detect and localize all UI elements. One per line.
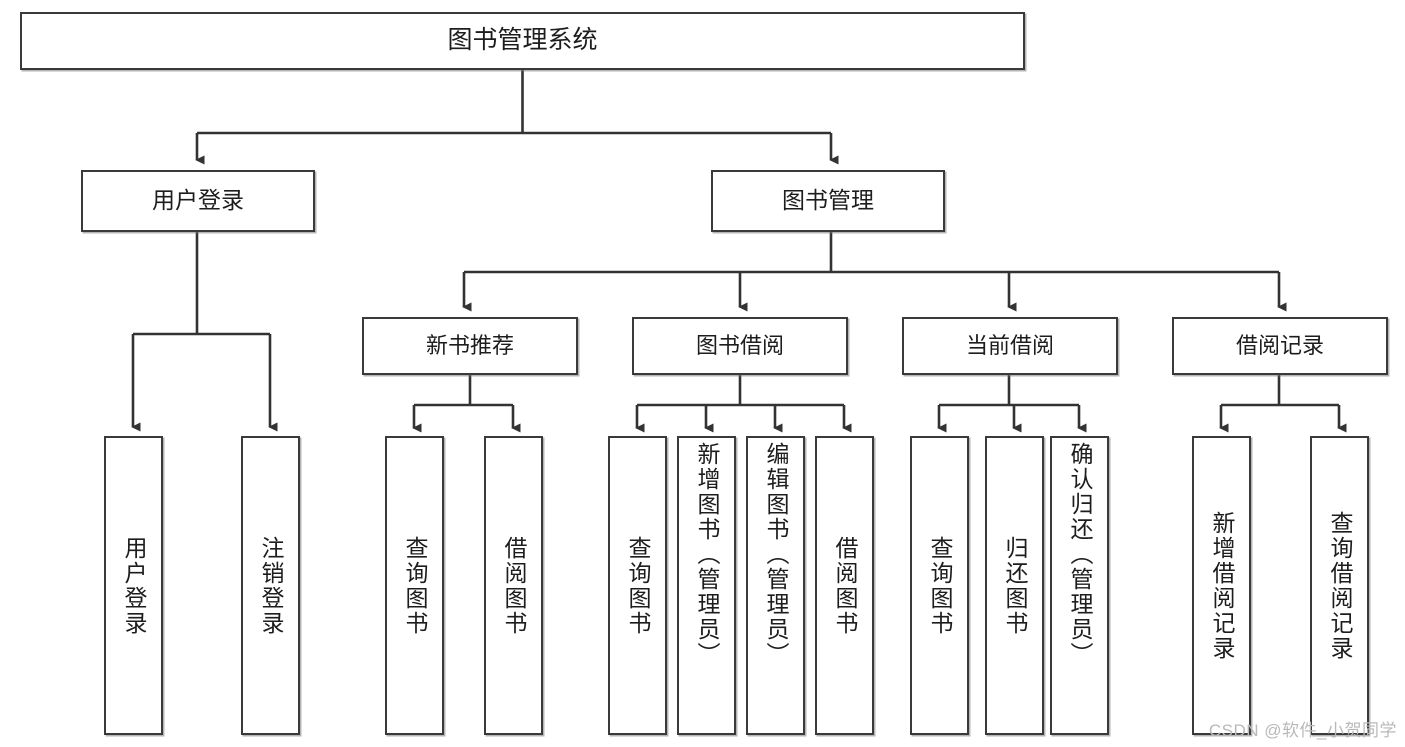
node-leaf-query-book-recommend[interactable]: 查询图书 xyxy=(385,436,444,735)
node-label: 用户登录 xyxy=(152,187,244,214)
node-book-borrow[interactable]: 图书借阅 xyxy=(632,317,848,375)
node-label: 查询图书 xyxy=(625,535,651,636)
node-label: 归还图书 xyxy=(1002,535,1028,636)
node-label: 新增借阅记录 xyxy=(1209,510,1235,661)
node-leaf-borrow-book-borrow[interactable]: 借阅图书 xyxy=(815,436,874,735)
node-user-login[interactable]: 用户登录 xyxy=(81,170,315,232)
node-label: 编辑图书（管理员） xyxy=(763,442,789,667)
node-leaf-query-book-borrow[interactable]: 查询图书 xyxy=(608,436,667,735)
node-current-borrow[interactable]: 当前借阅 xyxy=(902,317,1118,375)
node-leaf-user-login[interactable]: 用户登录 xyxy=(104,436,163,735)
node-leaf-add-book-admin[interactable]: 新增图书（管理员） xyxy=(677,436,736,735)
node-label: 图书管理 xyxy=(782,187,874,214)
node-leaf-return-book[interactable]: 归还图书 xyxy=(985,436,1044,735)
node-leaf-logout-login[interactable]: 注销登录 xyxy=(241,436,300,735)
node-borrow-record[interactable]: 借阅记录 xyxy=(1172,317,1388,375)
node-leaf-edit-book-admin[interactable]: 编辑图书（管理员） xyxy=(746,436,805,735)
node-label: 图书管理系统 xyxy=(447,26,598,55)
node-label: 用户登录 xyxy=(121,535,147,636)
node-leaf-add-borrow-record[interactable]: 新增借阅记录 xyxy=(1192,436,1251,735)
node-label: 确认归还（管理员） xyxy=(1067,442,1093,667)
node-leaf-query-borrow-record[interactable]: 查询借阅记录 xyxy=(1310,436,1369,735)
node-leaf-borrow-book-recommend[interactable]: 借阅图书 xyxy=(484,436,543,735)
node-label: 图书借阅 xyxy=(695,333,784,359)
node-label: 当前借阅 xyxy=(965,333,1054,359)
node-label: 注销登录 xyxy=(258,535,284,636)
node-label: 新增图书（管理员） xyxy=(694,442,720,667)
node-leaf-confirm-return-admin[interactable]: 确认归还（管理员） xyxy=(1050,436,1109,735)
node-label: 借阅记录 xyxy=(1235,333,1324,359)
node-label: 新书推荐 xyxy=(425,333,514,359)
node-book-management[interactable]: 图书管理 xyxy=(711,170,945,232)
node-label: 借阅图书 xyxy=(832,535,858,636)
node-label: 查询图书 xyxy=(402,535,428,636)
node-label: 查询借阅记录 xyxy=(1327,510,1353,661)
node-new-book-recommend[interactable]: 新书推荐 xyxy=(362,317,578,375)
node-label: 查询图书 xyxy=(927,535,953,636)
node-root-book-management-system[interactable]: 图书管理系统 xyxy=(20,12,1025,70)
node-leaf-query-book-current[interactable]: 查询图书 xyxy=(910,436,969,735)
node-label: 借阅图书 xyxy=(501,535,527,636)
watermark-text: CSDN @软件_小贺同学 xyxy=(1208,721,1397,740)
